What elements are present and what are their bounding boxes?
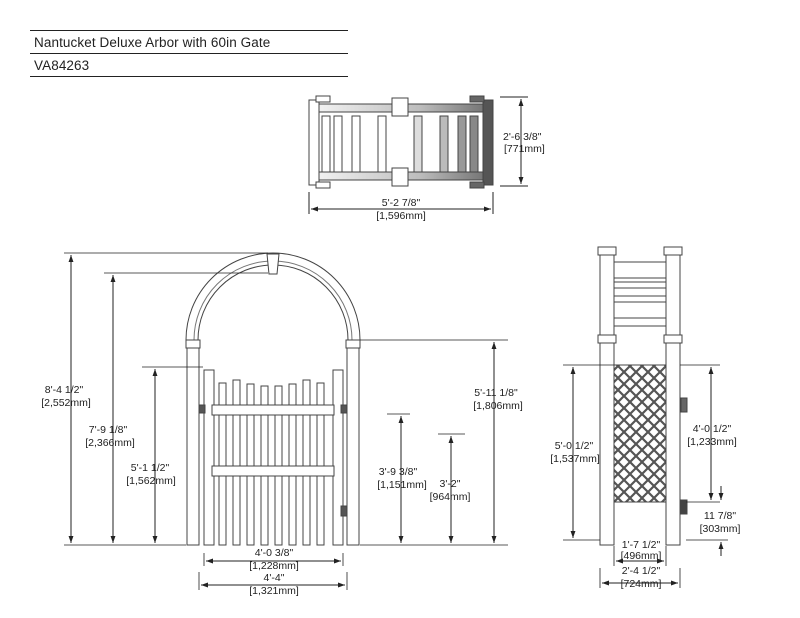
dim-arch-height-imperial: 7'-9 1/8" — [89, 424, 128, 436]
top-view-end-right — [482, 99, 494, 186]
side-extension-lines — [563, 364, 728, 588]
dim-rail-lower-metric: [964mm] — [430, 491, 471, 503]
side-post-left-lower — [599, 342, 615, 546]
side-lattice-frame — [613, 364, 667, 503]
top-view — [308, 95, 494, 189]
side-lattice-panel — [613, 364, 667, 503]
product-name: Nantucket Deluxe Arbor with 60in Gate — [34, 35, 271, 50]
dim-top-depth-imperial: 2'-6 3/8" — [503, 131, 542, 143]
title-rule-bottom — [30, 76, 348, 77]
dim-overall-height-metric: [2,552mm] — [41, 397, 91, 409]
front-post-cap-right — [345, 339, 361, 349]
side-post-cap-right-mid — [663, 334, 683, 344]
dim-gate-width-metric: [1,228mm] — [249, 560, 299, 572]
title-block: Nantucket Deluxe Arbor with 60in Gate VA… — [30, 30, 348, 77]
gate — [198, 369, 348, 546]
dim-side-overall-width-imperial: 2'-4 1/2" — [622, 565, 661, 577]
dim-lattice-height-metric: [1,233mm] — [687, 436, 737, 448]
top-view-slat — [469, 115, 479, 173]
side-post-left-upper — [599, 254, 615, 336]
gate-hinge-icon — [198, 404, 206, 414]
dim-arch-height-metric: [2,366mm] — [85, 437, 135, 449]
side-top-beam — [613, 261, 667, 279]
front-view — [185, 252, 361, 546]
front-post-right — [346, 347, 360, 546]
top-view-keystone-bottom — [391, 167, 409, 187]
gate-latch-icon — [340, 404, 348, 414]
top-view-slat — [413, 115, 423, 173]
top-view-post-cap — [469, 181, 485, 189]
dim-opening-width-imperial: 4'-4" — [264, 572, 285, 584]
top-view-keystone-top — [391, 97, 409, 117]
front-dimension-lines — [68, 255, 497, 588]
dim-side-panel-width-metric: [496mm] — [621, 550, 662, 562]
gate-picket — [218, 382, 227, 546]
dim-side-panel-width-imperial: 1'-7 1/2" — [622, 539, 661, 551]
front-post-left — [186, 347, 200, 546]
front-keystone — [266, 253, 280, 275]
dim-lattice-height-imperial: 4'-0 1/2" — [693, 423, 732, 435]
top-view-end-left — [308, 99, 320, 186]
gate-picket — [288, 383, 297, 546]
side-dimension-lines — [570, 367, 724, 586]
dim-opening-width-metric: [1,321mm] — [249, 585, 299, 597]
dim-rail-upper-imperial: 3'-9 3/8" — [379, 466, 418, 478]
dim-side-panel-height-metric: [1,537mm] — [550, 453, 600, 465]
dim-top-depth — [500, 96, 528, 187]
dim-rail-lower-imperial: 3'-2" — [440, 478, 461, 490]
dim-lattice-gap-imperial: 11 7/8" — [704, 510, 736, 522]
side-top-slat — [613, 281, 667, 289]
side-post-right-upper — [665, 254, 681, 336]
top-view-slat — [333, 115, 343, 173]
gate-picket — [302, 379, 311, 546]
side-hinge-icon — [680, 397, 688, 413]
gate-picket — [316, 382, 325, 546]
front-extension-lines — [64, 252, 508, 590]
dim-side-overall-width-metric: [724mm] — [621, 578, 662, 590]
gate-rail-upper — [211, 404, 335, 416]
dim-gate-height-imperial: 5'-1 1/2" — [131, 462, 170, 474]
gate-stile-left — [203, 369, 215, 546]
side-post-cap-left-mid — [597, 334, 617, 344]
dim-side-panel-height-imperial: 5'-0 1/2" — [555, 440, 594, 452]
title-rule-middle — [30, 53, 348, 54]
dim-top-depth-metric: [771mm] — [504, 143, 545, 155]
top-view-slat — [457, 115, 467, 173]
side-top-slat — [613, 295, 667, 303]
gate-rail-lower — [211, 465, 335, 477]
dim-post-height-metric: [1,806mm] — [473, 400, 523, 412]
title-rule-top — [30, 30, 348, 31]
top-view-slat — [351, 115, 361, 173]
top-view-post-cap — [315, 181, 331, 189]
gate-drop-rod-icon — [340, 505, 348, 517]
dim-rail-upper-metric: [1,151mm] — [377, 479, 427, 491]
dim-gate-height-metric: [1,562mm] — [126, 475, 176, 487]
side-post-cap-right-top — [663, 246, 683, 256]
gate-stile-right — [332, 369, 344, 546]
model-number: VA84263 — [34, 58, 90, 73]
dim-top-width-imperial: 5'-2 7/8" — [382, 197, 421, 209]
front-post-cap-left — [185, 339, 201, 349]
side-post-right-lower — [665, 342, 681, 546]
dim-gate-width-imperial: 4'-0 3/8" — [255, 547, 294, 559]
dim-top-width-metric: [1,596mm] — [376, 210, 426, 222]
top-view-slat — [377, 115, 387, 173]
dim-lattice-gap-metric: [303mm] — [700, 523, 741, 535]
top-view-post-cap — [469, 95, 485, 103]
top-view-slat — [321, 115, 331, 173]
dim-top-width — [308, 192, 494, 214]
gate-picket — [232, 379, 241, 546]
side-latch-icon — [680, 499, 688, 515]
side-top-slat — [613, 317, 667, 327]
top-view-post-cap — [315, 95, 331, 103]
dim-post-height-imperial: 5'-11 1/8" — [474, 387, 518, 399]
top-view-slat — [439, 115, 449, 173]
side-post-cap-left-top — [597, 246, 617, 256]
side-view — [597, 246, 688, 546]
gate-picket — [246, 383, 255, 546]
dim-overall-height-imperial: 8'-4 1/2" — [45, 384, 84, 396]
